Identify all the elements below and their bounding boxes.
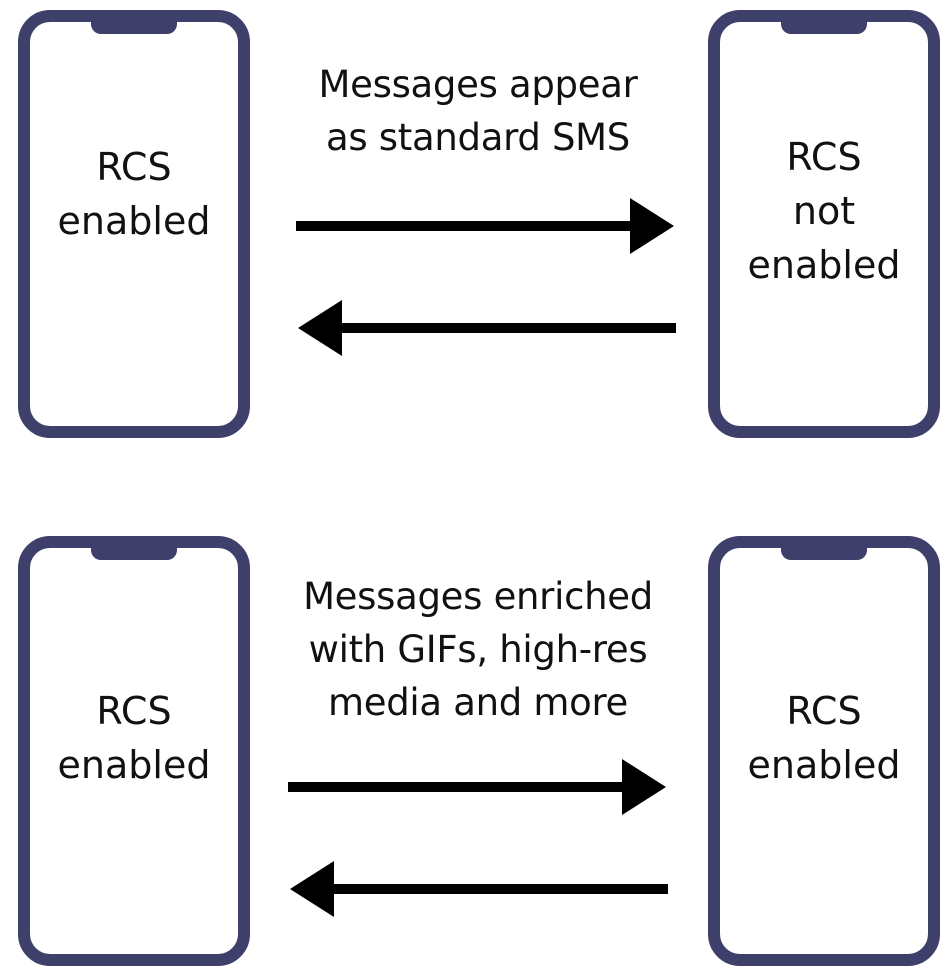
caption-standard-sms: Messages appear as standard SMS [318,63,638,159]
phone-rcs-not-enabled-top-right: RCS not enabled [708,10,940,438]
phone-rcs-enabled-bottom-right: RCS enabled [708,536,940,966]
arrow-left-icon [298,300,676,356]
arrow-left-icon [290,861,668,917]
arrow-right-icon [296,198,674,254]
arrow-right-icon [288,759,666,815]
phone-notch [91,20,177,34]
phone-rcs-enabled-top-left: RCS enabled [18,10,250,438]
phone-notch [781,20,867,34]
phone-label: RCS not enabled [747,135,901,287]
caption-enriched-messages: Messages enriched with GIFs, high-res me… [303,575,653,724]
phone-notch [91,546,177,560]
phone-label: RCS enabled [57,145,211,243]
phone-label: RCS enabled [747,689,901,787]
phone-label: RCS enabled [57,689,211,787]
phone-notch [781,546,867,560]
phone-rcs-enabled-bottom-left: RCS enabled [18,536,250,966]
